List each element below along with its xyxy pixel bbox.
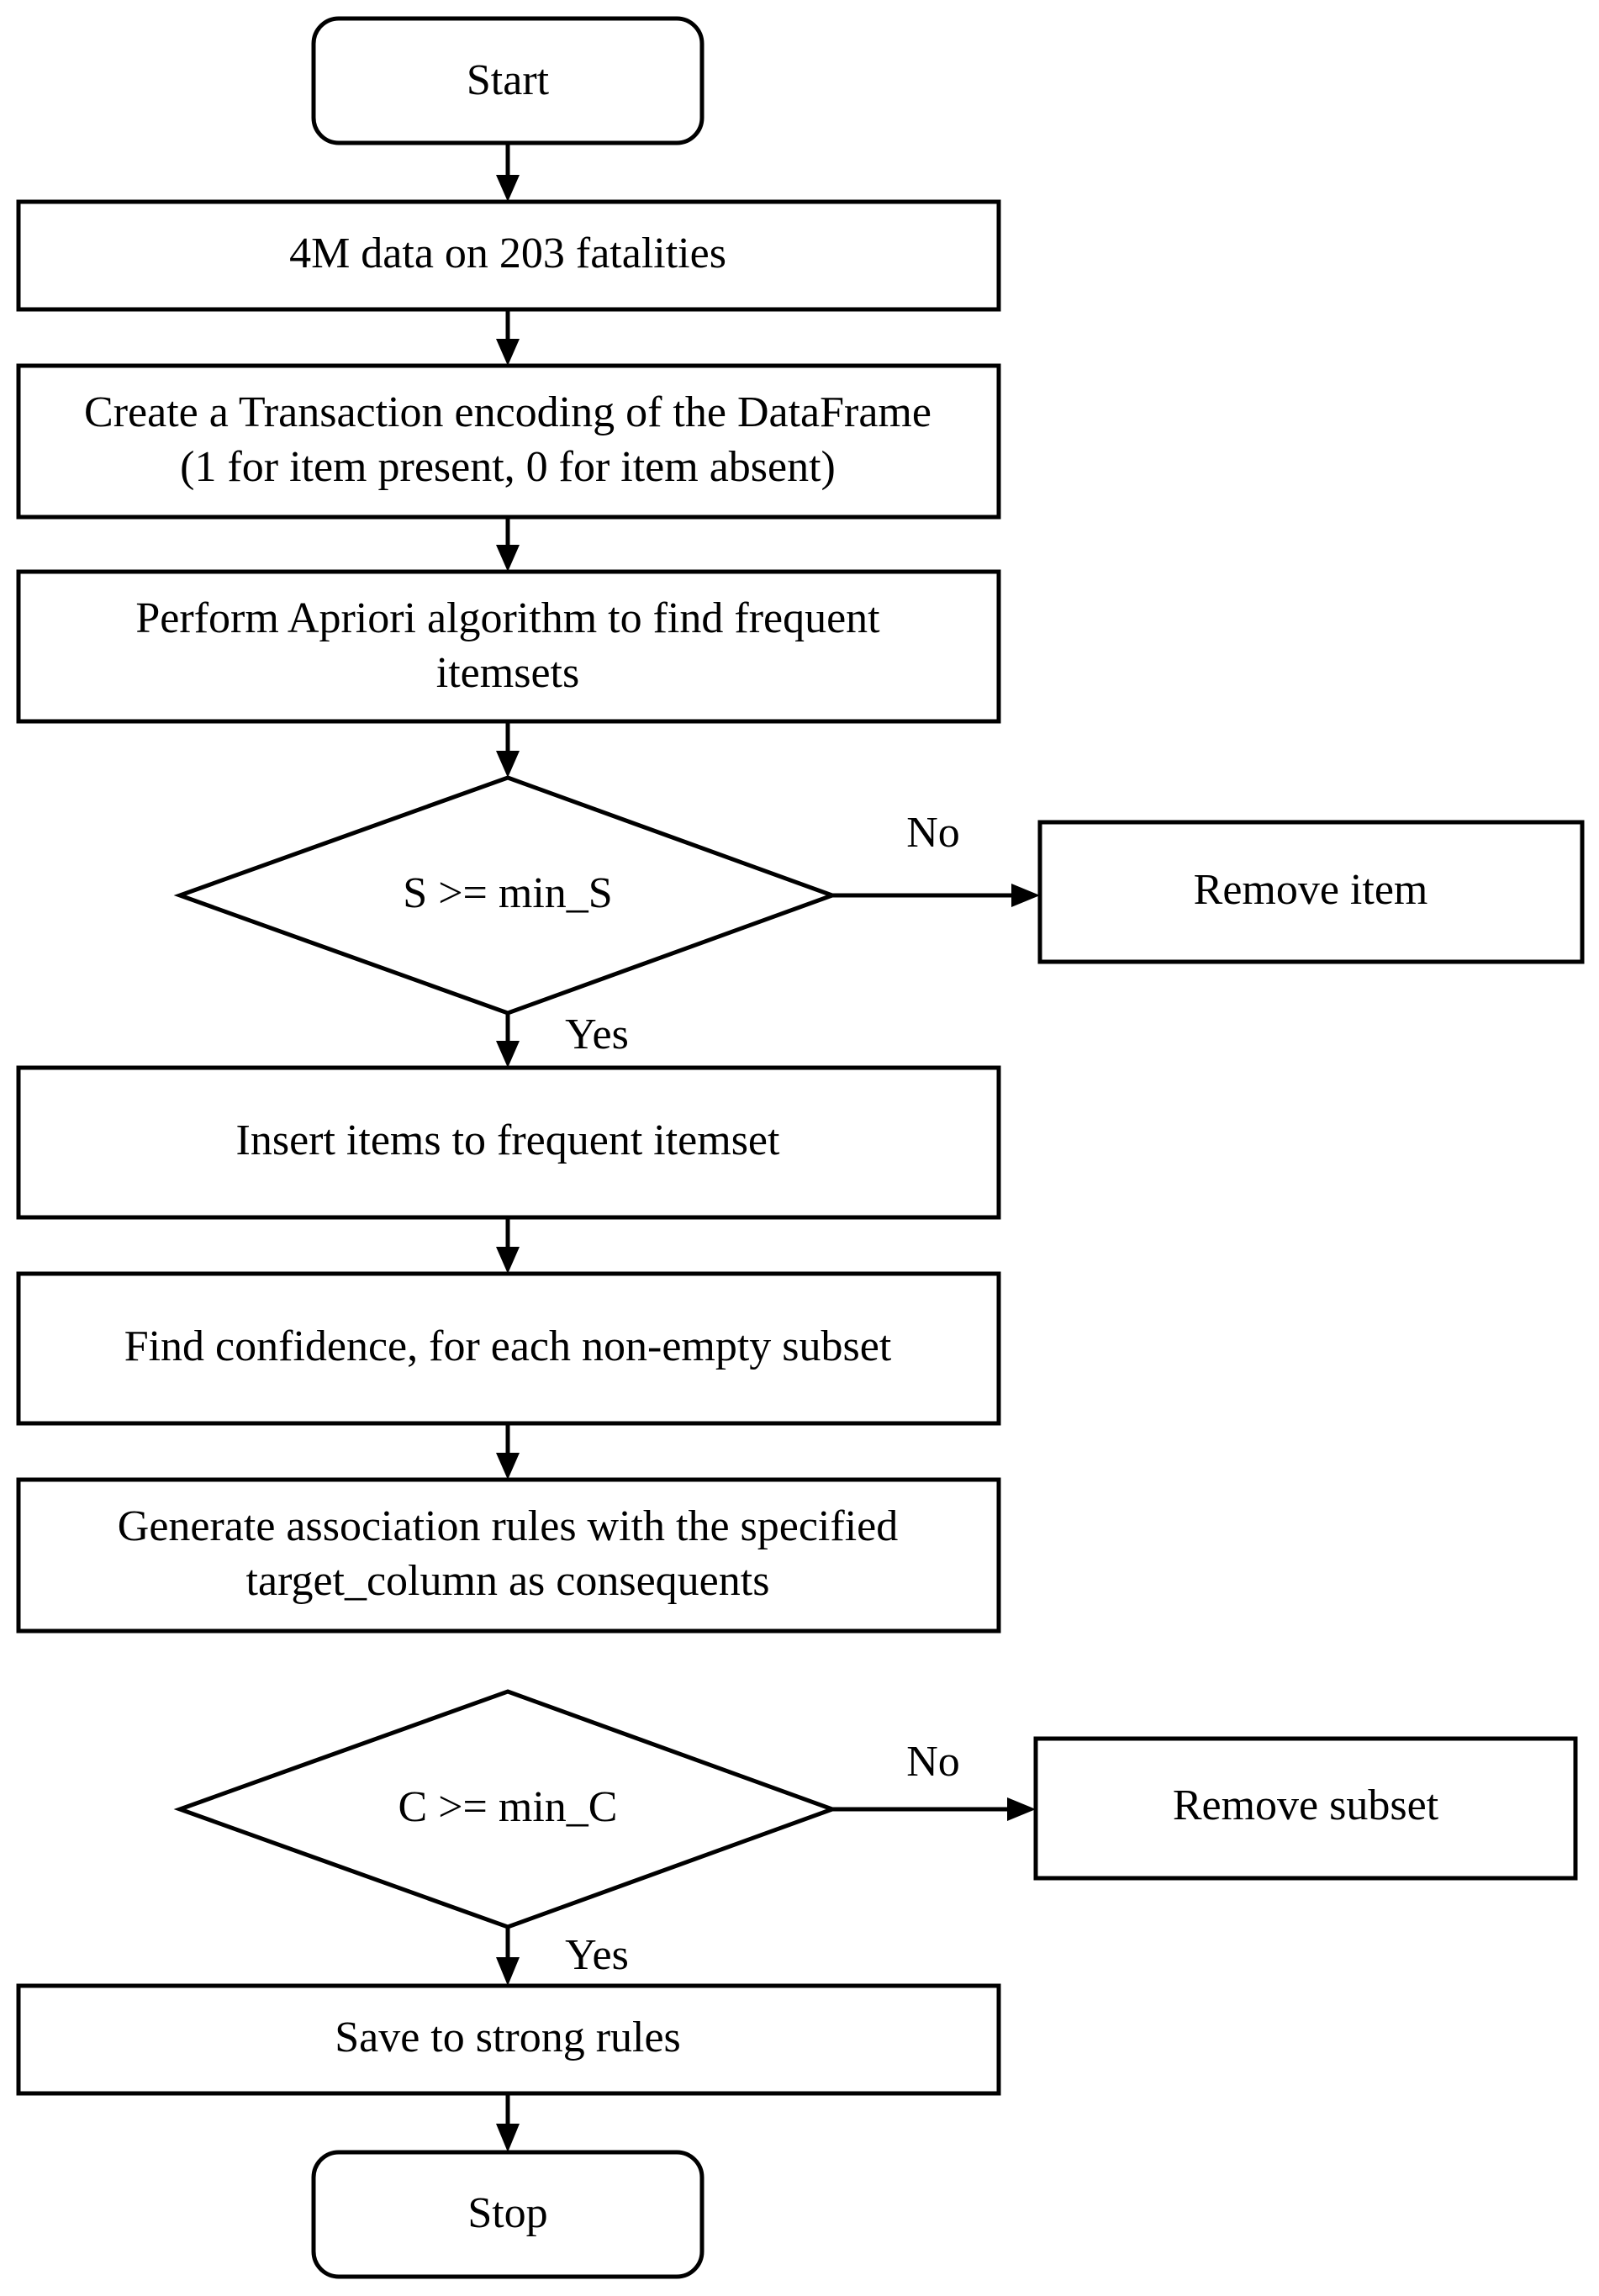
decision-support-label: S >= min_S [403,869,612,917]
process-box-remove-item [1037,820,1585,964]
decision-confidence-no-label: No [906,1738,960,1786]
arrowhead [496,1041,520,1068]
decision-support-yes-label: Yes [565,1011,629,1058]
process-box-insert [16,1065,1001,1220]
process-box-remove-subset [1033,1736,1578,1881]
arrowhead [496,175,520,202]
process-box-save [16,1983,1001,2096]
process-label-confidence: Find confidence, for each non-empty subs… [124,1322,892,1370]
process-label-remove-subset: Remove subset [1173,1781,1439,1829]
process-box-data [16,199,1001,312]
process-label-rules-line1: Generate association rules with the spec… [118,1502,898,1550]
process-label-data: 4M data on 203 fatalities [289,230,726,277]
decision-confidence-label: C >= min_C [398,1783,618,1831]
arrowhead [496,2124,520,2152]
arrowhead [496,1247,520,1274]
arrowhead [496,339,520,366]
process-label-insert: Insert items to frequent itemset [236,1116,780,1164]
arrowhead [496,545,520,572]
stop-terminator [311,2150,705,2279]
arrowhead [496,751,520,778]
decision-support-no-label: No [906,809,960,857]
arrowhead [1011,884,1040,907]
process-label-remove-item: Remove item [1194,866,1428,914]
process-label-encoding-line2: (1 for item present, 0 for item absent) [180,443,836,491]
process-label-save: Save to strong rules [335,2014,681,2061]
arrowhead [1007,1797,1036,1821]
start-label: Start [467,56,550,104]
process-box-rules [16,1477,1001,1634]
process-box-apriori [16,569,1001,724]
process-label-apriori-line2: itemsets [436,649,579,697]
process-label-encoding-line1: Create a Transaction encoding of the Dat… [84,388,931,436]
process-label-rules-line2: target_column as consequents [246,1557,770,1605]
stop-label: Stop [467,2189,547,2237]
arrowhead [496,1453,520,1480]
decision-confidence-yes-label: Yes [565,1931,629,1979]
process-label-apriori-line1: Perform Apriori algorithm to find freque… [135,594,880,642]
arrowhead [496,1957,520,1986]
